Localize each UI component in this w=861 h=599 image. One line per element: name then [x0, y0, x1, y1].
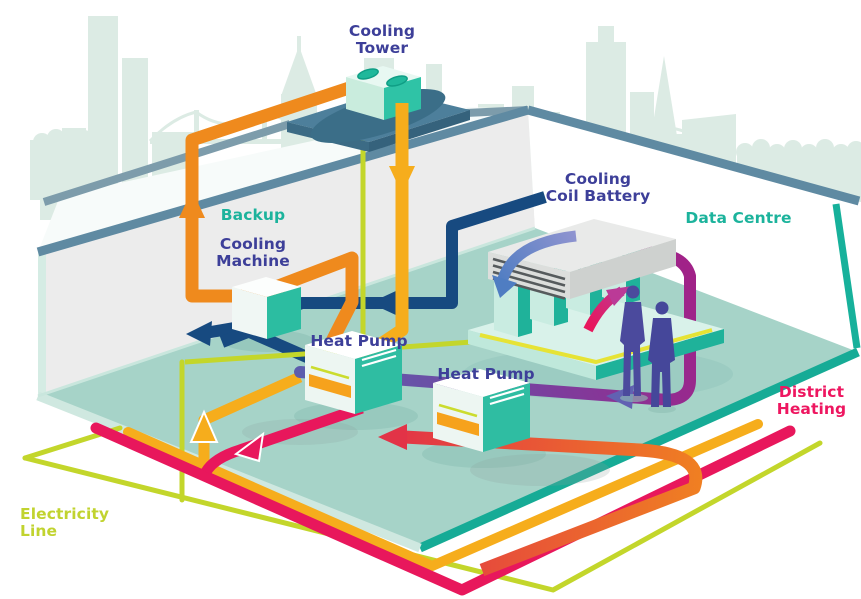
- label-line: Cooling: [348, 22, 416, 40]
- crimson-arrow-down: [233, 431, 265, 463]
- label-line: District: [778, 383, 845, 401]
- cooling-tower-illustration: [346, 66, 421, 120]
- label-electricity-line: Electricity Line: [20, 506, 130, 540]
- district-heating-crimson-line: [90, 402, 796, 596]
- label-line: Tower: [355, 39, 409, 57]
- roof-back-edge: [42, 120, 292, 206]
- wall-left-edge: [38, 247, 46, 396]
- person-figure: [648, 301, 675, 407]
- people-figures: [620, 285, 676, 413]
- label-cooling-coil-battery: Cooling Coil Battery: [538, 171, 658, 205]
- label-line: Cooling: [564, 170, 632, 188]
- heat-pump-2-illustration: [433, 369, 530, 452]
- person-figure: [620, 285, 645, 396]
- interior-wall: [38, 110, 535, 396]
- label-line: Machine: [216, 252, 290, 270]
- roof-rim-left: [36, 105, 530, 257]
- red-arrow-left: [378, 424, 407, 450]
- label-heat-pump-left: Heat Pump: [310, 332, 408, 350]
- heat-pump-output-pipe: [378, 424, 703, 577]
- dc-floor-stripe: [479, 328, 713, 364]
- tower-fan-vent: [386, 75, 408, 87]
- label-line: Coil Battery: [545, 187, 651, 205]
- tower-fan-vent: [357, 68, 379, 80]
- amber-arrow-up: [189, 409, 219, 443]
- hot-air-arrow: [583, 286, 632, 333]
- backup-cooling-machine-illustration: [232, 277, 301, 339]
- right-wall: [528, 110, 859, 352]
- right-corner-edge: [832, 203, 861, 349]
- roof-rim-right: [526, 105, 861, 206]
- label-data-centre: Data Centre: [685, 209, 792, 227]
- label-backup-cooling-machine: Backup Cooling Machine: [203, 207, 303, 270]
- heat-pump-1-illustration: [305, 331, 402, 414]
- cold-air-arrow: [492, 230, 577, 298]
- amber-arrow-down: [389, 166, 415, 194]
- label-heat-pump-right: Heat Pump: [437, 365, 535, 383]
- label-district-heating: District Heating: [764, 384, 859, 418]
- label-cooling-tower: Cooling Tower: [332, 23, 432, 57]
- data-centre-illustration: [468, 219, 724, 413]
- district-heating-amber-line: [123, 371, 763, 571]
- label-line: Line: [20, 522, 58, 540]
- label-line: Cooling: [219, 235, 287, 253]
- label-backup: Backup: [220, 206, 286, 224]
- label-line: Heating: [776, 400, 847, 418]
- label-line: Electricity: [20, 505, 110, 523]
- orange-arrow-up: [179, 190, 205, 218]
